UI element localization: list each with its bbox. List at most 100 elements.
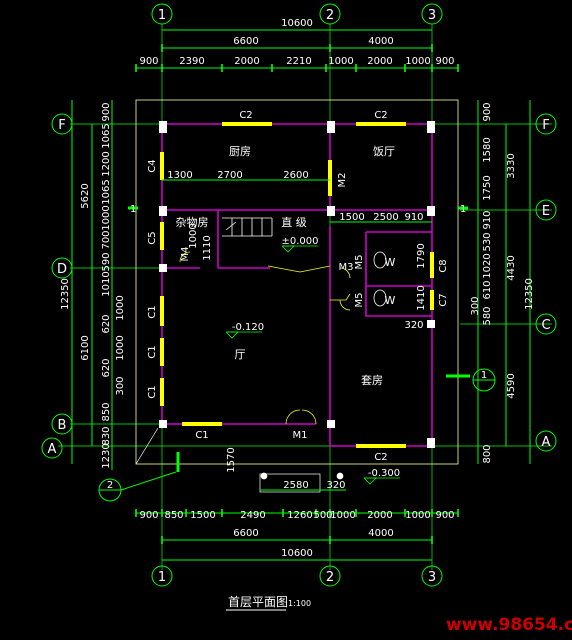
label-C4: C4 <box>147 159 158 172</box>
idim-13: 320 <box>326 480 345 491</box>
interior-dimensions: 1300 2700 2600 1500 2500 910 1110 1000 1… <box>162 170 432 491</box>
title-text: 首层平面图 <box>228 595 288 609</box>
axis-left-F: F <box>58 118 65 133</box>
idim-7: 1110 <box>202 235 213 260</box>
dim-right-overall: 12350 <box>524 278 535 310</box>
dim-left-d12: 1000 <box>115 335 126 360</box>
top-axis-markers: 1 2 3 <box>151 3 443 25</box>
right-dimensions: 900 1580 1750 910 530 1020 610 300 580 8… <box>470 100 535 464</box>
dim-top-overall: 10600 <box>281 18 313 29</box>
dim-top-mid-2: 4000 <box>368 36 393 47</box>
dim-left-d11: 620 <box>101 358 112 377</box>
wc-lower: W <box>385 294 396 307</box>
dim-top-d1: 900 <box>139 56 158 67</box>
label-C5: C5 <box>147 231 158 244</box>
idim-10: 1410 <box>416 285 427 310</box>
dim-bot-d5: 1260 <box>287 510 312 521</box>
svg-text:1: 1 <box>460 204 466 215</box>
idim-14: 1570 <box>226 447 237 472</box>
dim-right-mid-3: 4590 <box>506 373 517 398</box>
dim-right-mid-2: 4430 <box>506 255 517 280</box>
level-change <box>267 265 351 301</box>
room-hall: 厅 <box>235 348 246 361</box>
dim-top-d7: 1000 <box>405 56 430 67</box>
label-M3: M3 <box>339 262 354 273</box>
idim-2: 2700 <box>217 170 242 181</box>
dim-top-d8: 900 <box>435 56 454 67</box>
dim-top-d6: 2000 <box>367 56 392 67</box>
wc-upper: W <box>385 256 396 269</box>
bottom-dimensions: 900 850 1500 2490 1260 500 1000 2000 100… <box>135 509 459 561</box>
dim-left-d2: 1065 <box>101 123 112 148</box>
elev-2: -0.300 <box>368 468 400 479</box>
dim-left-d5: 1000 <box>101 205 112 230</box>
elev-1: -0.120 <box>232 322 264 333</box>
doors <box>179 251 351 425</box>
opening-labels: C2 C2 C4 M2 C5 M4 M3 M5 M5 C8 C7 C1 C1 C… <box>147 110 449 463</box>
idim-1: 1300 <box>167 170 192 181</box>
label-C2-top-right: C2 <box>374 110 387 121</box>
label-C1-c: C1 <box>147 385 158 398</box>
left-dimensions: 12350 5620 6100 900 1065 1200 1065 1000 … <box>60 100 126 470</box>
dim-left-d16: 300 <box>115 376 126 395</box>
axis-left-A: A <box>48 442 57 457</box>
dim-top-mid-1: 6600 <box>233 36 258 47</box>
wall-posts <box>159 121 435 448</box>
dim-right-d6: 1020 <box>482 253 493 278</box>
dim-left-d13: 850 <box>101 402 112 421</box>
dim-left-d10: 1000 <box>115 295 126 320</box>
dim-left-d6: 700 <box>101 230 112 249</box>
label-C8: C8 <box>438 259 449 272</box>
dim-bot-d6: 500 <box>313 510 332 521</box>
dim-right-d9: 580 <box>482 306 493 325</box>
windows <box>160 122 434 448</box>
label-C1-a: C1 <box>147 305 158 318</box>
axis-right-F: F <box>542 118 549 133</box>
left-axis-markers: F D B A <box>41 113 73 459</box>
roof-outline <box>135 99 459 465</box>
bathroom-fixtures <box>373 251 387 307</box>
right-axis-markers: F E C A <box>535 113 557 452</box>
room-stairs: 直 级 <box>281 215 307 229</box>
dim-left-d4: 1065 <box>101 179 112 204</box>
dim-right-d1: 900 <box>482 102 493 121</box>
dim-right-d2: 1580 <box>482 137 493 162</box>
watermark-text: www.98654.com <box>446 615 572 635</box>
svg-text:1: 1 <box>130 204 136 215</box>
dim-left-d1: 900 <box>101 102 112 121</box>
dim-right-d4: 910 <box>482 210 493 229</box>
top-dimensions: 10600 6600 4000 900 2390 2000 2210 1000 … <box>135 18 459 72</box>
idim-11: 320 <box>404 320 423 331</box>
dim-bot-overall: 10600 <box>281 548 313 559</box>
label-C1-bottom: C1 <box>195 430 208 441</box>
axis-right-A: A <box>542 435 551 450</box>
dim-top-d2: 2390 <box>179 56 204 67</box>
label-M4: M4 <box>180 247 191 262</box>
dim-left-d14: 830 <box>101 426 112 445</box>
dim-right-d3: 1750 <box>482 175 493 200</box>
idim-4: 1500 <box>339 212 364 223</box>
dim-right-d10: 800 <box>482 444 493 463</box>
dim-right-d7: 610 <box>482 280 493 299</box>
dim-left-d3: 1200 <box>101 151 112 176</box>
dim-right-mid-1: 3330 <box>506 153 517 178</box>
room-kitchen: 厨房 <box>229 145 251 158</box>
label-M1: M1 <box>293 430 308 441</box>
elevation-marks: ±0.000 -0.120 -0.300 <box>225 236 400 485</box>
label-M5-upper: M5 <box>354 255 365 270</box>
room-storage: 杂物房 <box>176 215 209 229</box>
dim-left-mid-2: 6100 <box>80 335 91 360</box>
label-C2-top-left: C2 <box>239 110 252 121</box>
dim-right-d5: 530 <box>482 232 493 251</box>
dim-bot-mid-1: 6600 <box>233 528 258 539</box>
axis-left-D: D <box>57 262 67 277</box>
dim-left-d9: 620 <box>101 314 112 333</box>
dim-right-d8: 300 <box>470 296 481 315</box>
dim-left-d8: 1010 <box>101 271 112 296</box>
drawing-title: 首层平面图 1:100 <box>226 595 311 611</box>
idim-5: 2500 <box>373 212 398 223</box>
dim-bot-d8: 2000 <box>367 510 392 521</box>
label-M5-lower: M5 <box>354 293 365 308</box>
axis-left-B: B <box>58 418 67 433</box>
